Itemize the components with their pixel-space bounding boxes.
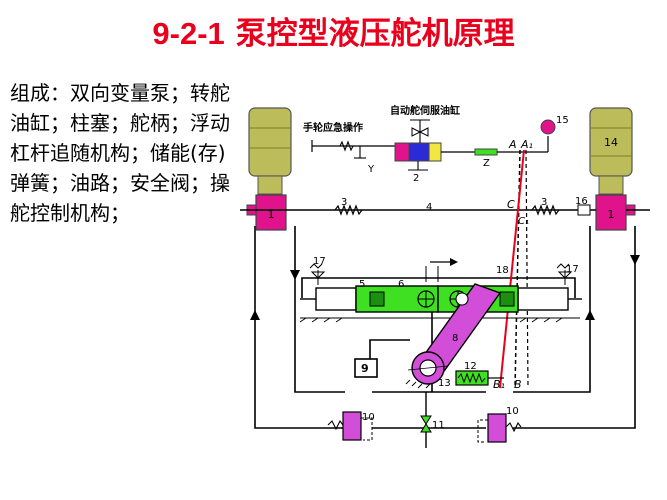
spring-3-left bbox=[334, 204, 363, 216]
feedback-lever-red bbox=[499, 149, 525, 389]
label-16: 16 bbox=[575, 196, 588, 207]
label-Y: Y bbox=[367, 164, 375, 175]
motor-right: 14 bbox=[589, 107, 633, 195]
spring-3-right bbox=[531, 204, 560, 216]
title-number: 9-2-1 bbox=[152, 16, 225, 51]
label-3-left: 3 bbox=[341, 197, 347, 208]
valve-11 bbox=[420, 392, 432, 448]
label-4: 4 bbox=[426, 202, 432, 213]
spring-box-12 bbox=[455, 370, 504, 386]
indicator-15 bbox=[540, 119, 556, 135]
box-9 bbox=[354, 358, 378, 378]
diagram-labels: 手轮应急操作 自动舵伺服油缸 Y 2 Z A A₁ 15 3 4 C C₁ 3 … bbox=[303, 104, 588, 431]
flow-arrows bbox=[250, 255, 640, 320]
label-B: B bbox=[514, 378, 522, 391]
pump-right: 1 bbox=[595, 194, 636, 231]
label-15: 15 bbox=[556, 115, 569, 126]
floating-lever bbox=[499, 149, 529, 389]
label-servo: 自动舵伺服油缸 bbox=[390, 104, 460, 117]
label-C1: C₁ bbox=[518, 216, 529, 227]
servo-cylinder bbox=[311, 119, 556, 171]
label-9: 9 bbox=[361, 362, 369, 375]
safety-valve-10-right bbox=[477, 413, 522, 443]
label-3-right: 3 bbox=[541, 197, 547, 208]
control-rod bbox=[240, 204, 650, 216]
component-description: 组成：双向变量泵；转舵油缸；柱塞；舵柄；浮动杠杆追随机构；储能(存)弹簧；油路；… bbox=[10, 81, 230, 225]
label-10-left: 10 bbox=[362, 412, 375, 423]
label-A1: A₁ bbox=[520, 138, 533, 151]
label-18: 18 bbox=[496, 265, 509, 276]
label-2: 2 bbox=[413, 173, 419, 184]
label-B1: B₁ bbox=[493, 378, 505, 391]
pump-right-label: 1 bbox=[608, 208, 615, 221]
safety-valve-10-left bbox=[327, 411, 373, 441]
pump-left-label: 1 bbox=[268, 208, 275, 221]
label-Z: Z bbox=[483, 158, 490, 169]
label-10-right: 10 bbox=[506, 406, 519, 417]
motor-left bbox=[248, 107, 292, 195]
rudder-cylinder bbox=[299, 258, 582, 323]
label-11: 11 bbox=[432, 420, 445, 431]
label-12: 12 bbox=[464, 361, 477, 372]
valve-17-right bbox=[556, 263, 573, 285]
valve-17-left bbox=[309, 263, 326, 285]
oil-lines bbox=[254, 226, 636, 429]
label-8: 8 bbox=[452, 333, 458, 344]
label-6: 6 bbox=[398, 279, 404, 290]
label-C: C bbox=[507, 198, 515, 211]
title-text: 泵控型液压舵机原理 bbox=[235, 16, 515, 52]
label-handwheel: 手轮应急操作 bbox=[303, 121, 363, 134]
page-title: 9-2-1 泵控型液压舵机原理 bbox=[0, 8, 667, 53]
label-A: A bbox=[508, 138, 517, 151]
motor-right-label: 14 bbox=[604, 136, 618, 149]
label-13: 13 bbox=[438, 378, 451, 389]
label-17-right: 17 bbox=[566, 264, 579, 275]
label-5: 5 bbox=[359, 279, 365, 290]
label-17-left: 17 bbox=[313, 256, 326, 267]
pump-left: 1 bbox=[246, 194, 287, 231]
tiller bbox=[405, 283, 502, 389]
